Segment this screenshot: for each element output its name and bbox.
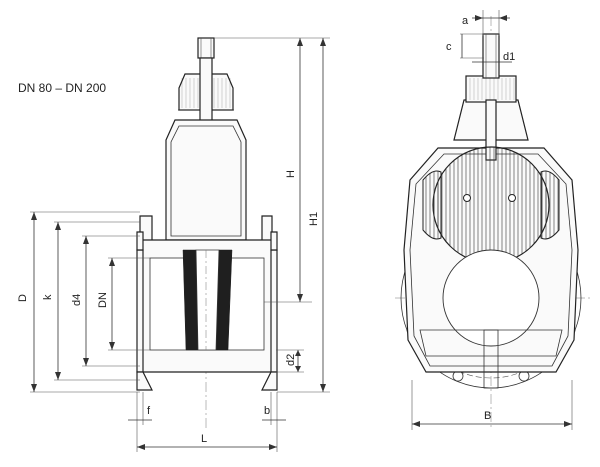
front-bore (442, 249, 540, 347)
label-B: B (484, 410, 491, 422)
label-c: c (446, 41, 452, 53)
operating-nut (197, 37, 215, 59)
left-flange (136, 249, 144, 373)
label-f: f (147, 405, 151, 417)
front-view (395, 16, 590, 430)
right-flange (270, 249, 278, 373)
label-L: L (201, 433, 207, 445)
label-DN: DN (97, 292, 109, 308)
side-section-view (136, 37, 278, 430)
label-a: a (462, 15, 469, 27)
label-b: b (264, 405, 270, 417)
size-range-title: DN 80 – DN 200 (18, 81, 106, 95)
label-d1: d1 (503, 51, 515, 63)
left-dimensions: D k d4 DN H H1 d2 (17, 37, 330, 452)
label-H: H (285, 170, 297, 178)
wedge-disc (432, 146, 550, 264)
label-H1: H1 (308, 212, 320, 226)
bonnet (165, 119, 247, 241)
label-d2: d2 (285, 354, 297, 366)
label-D: D (17, 294, 29, 302)
label-d4: d4 (71, 294, 83, 306)
label-k: k (42, 294, 54, 300)
right-dimensions: a c d1 B (411, 10, 573, 430)
front-operating-nut (482, 33, 500, 79)
